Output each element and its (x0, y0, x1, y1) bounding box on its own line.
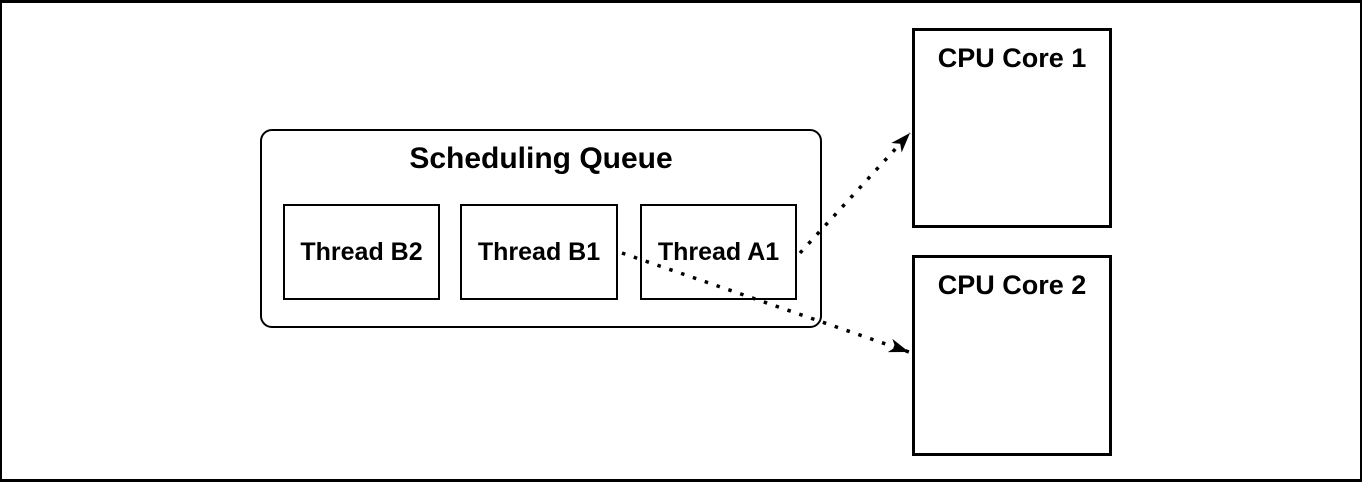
thread-a1-label: Thread A1 (657, 237, 780, 266)
cpu-core-2-box: CPU Core 2 (912, 255, 1112, 456)
thread-box-b2: Thread B2 (283, 204, 440, 300)
scheduling-queue-title: Scheduling Queue (409, 142, 673, 175)
thread-box-b1: Thread B1 (460, 204, 618, 300)
cpu-core-1-box: CPU Core 1 (912, 28, 1112, 228)
thread-box-a1: Thread A1 (640, 204, 797, 300)
thread-b2-label: Thread B2 (300, 237, 423, 266)
thread-b1-label: Thread B1 (477, 237, 601, 266)
cpu-core-1-label: CPU Core 1 (937, 43, 1087, 73)
cpu-core-2-label: CPU Core 2 (937, 270, 1087, 300)
